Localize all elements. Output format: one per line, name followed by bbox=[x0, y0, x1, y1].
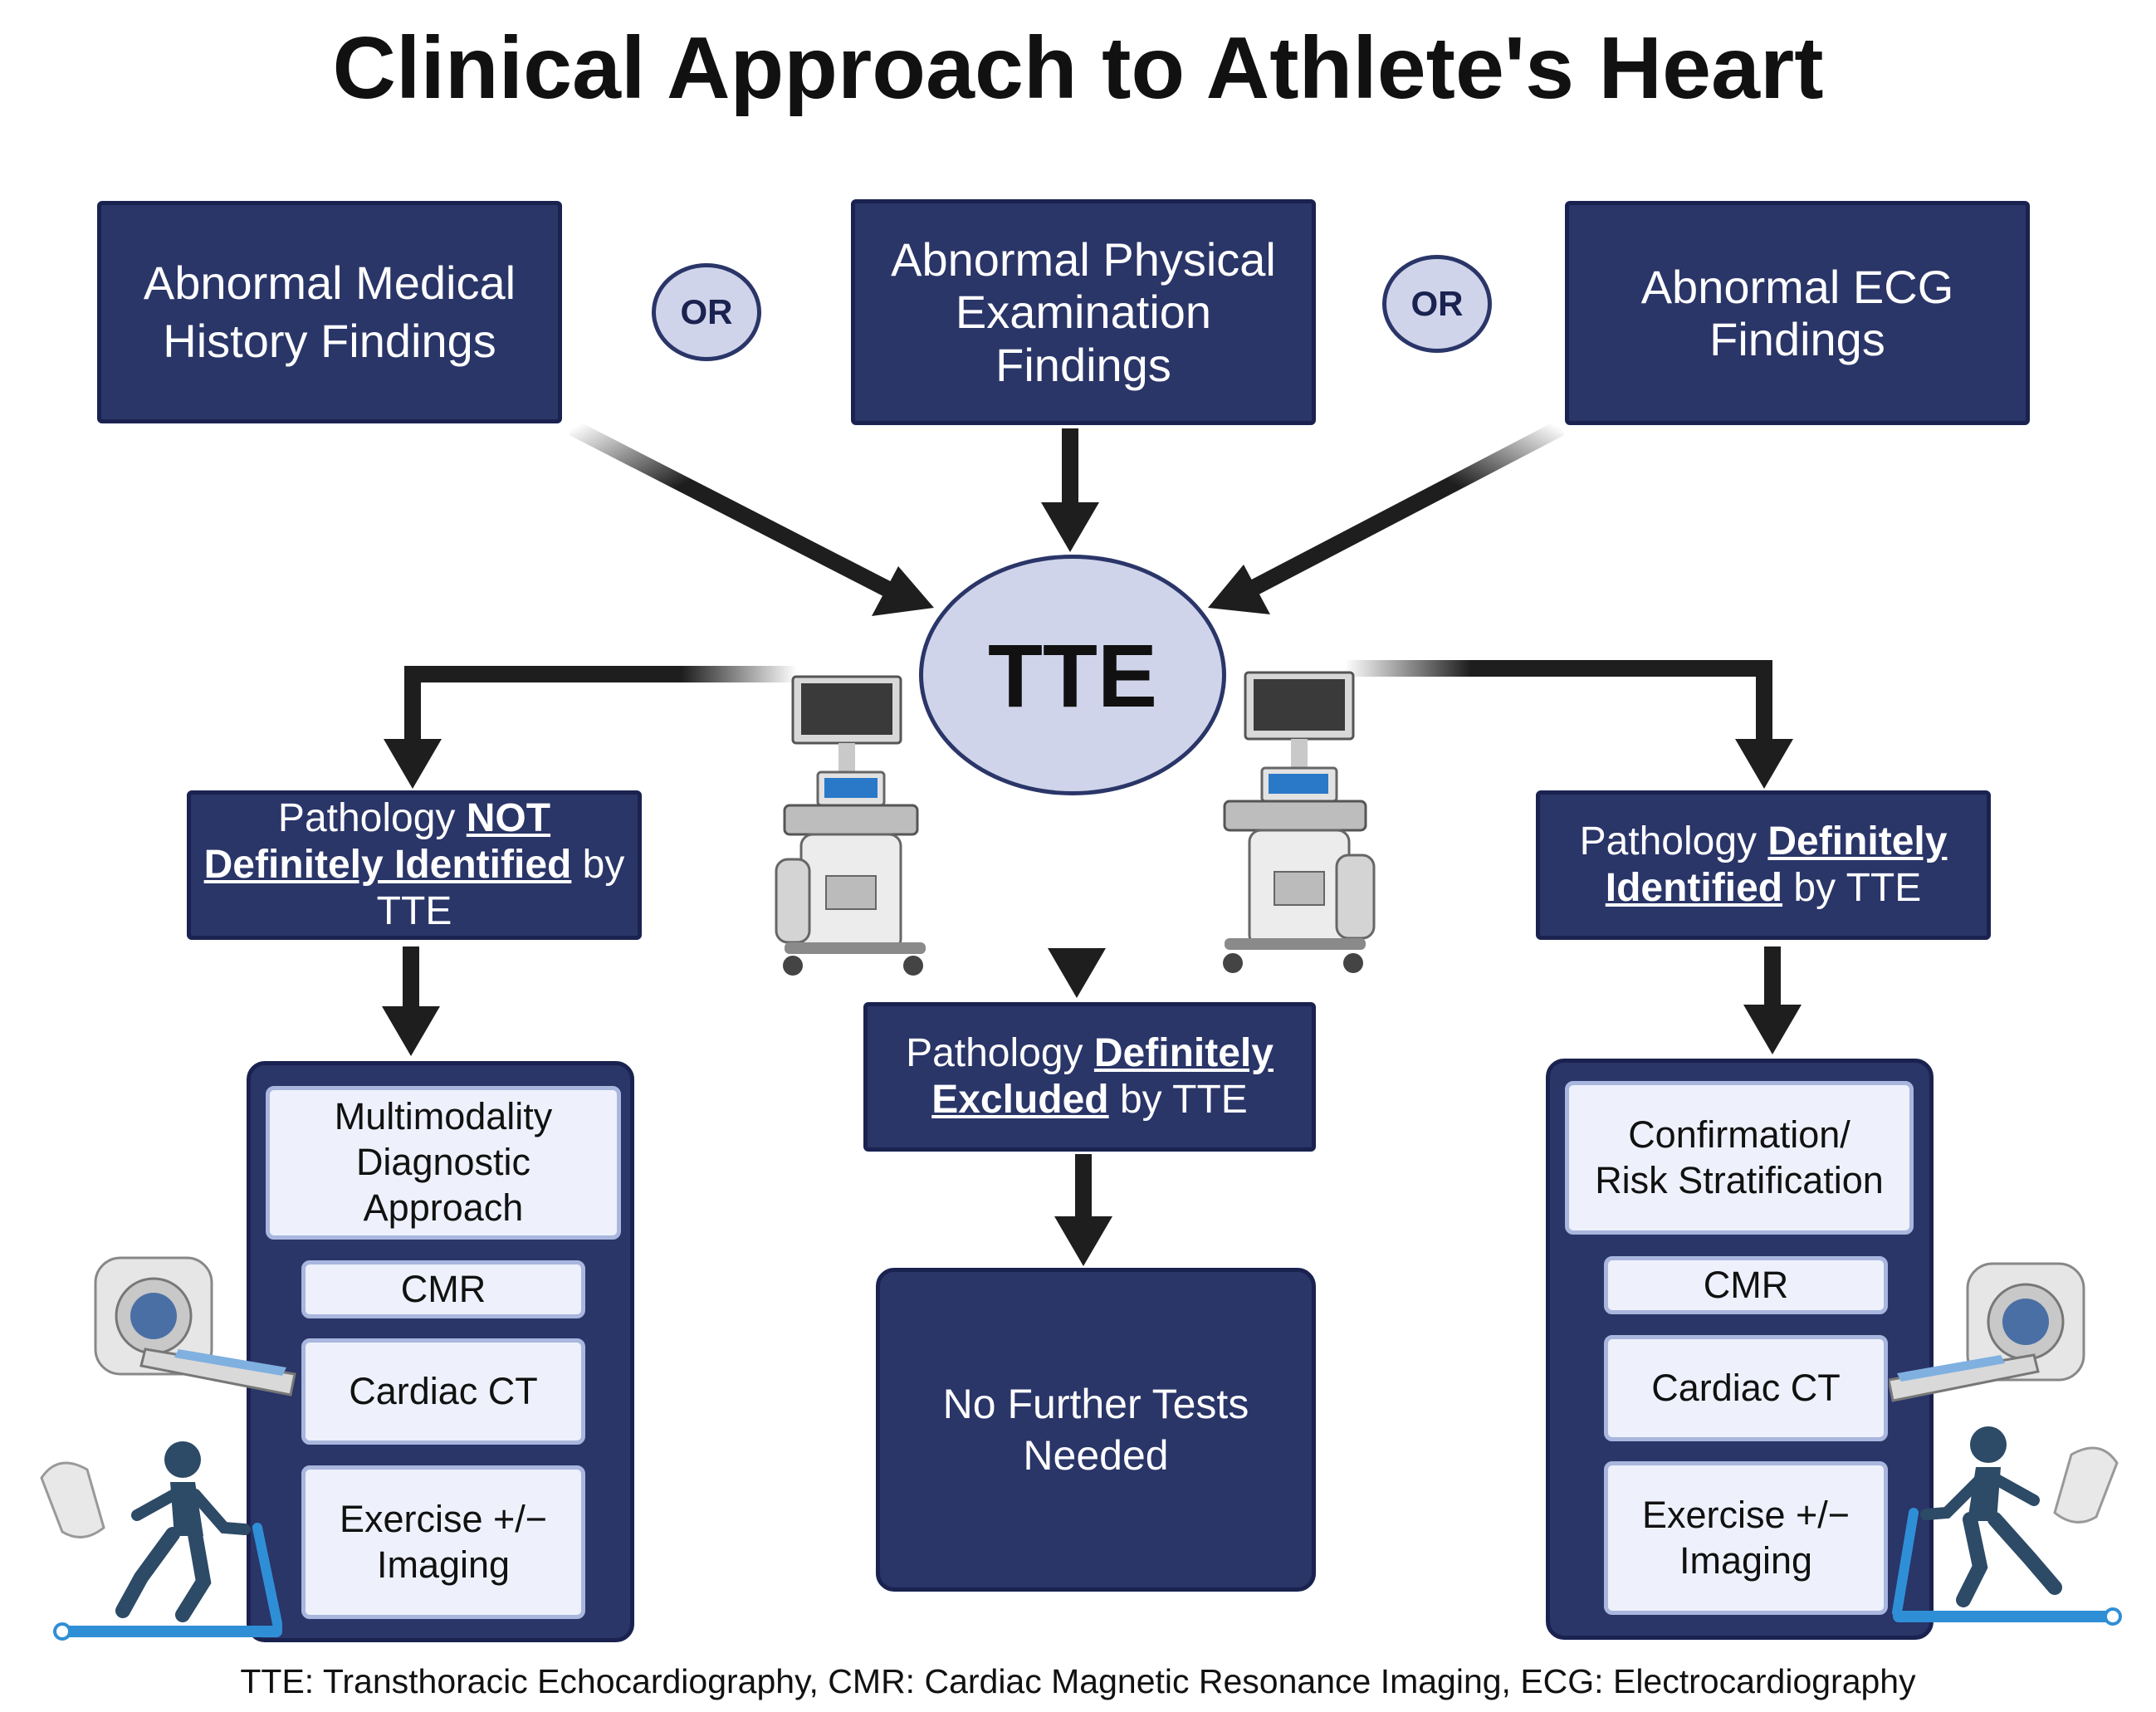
or-badge-right: OR bbox=[1382, 255, 1492, 353]
box-line: Multimodality bbox=[334, 1095, 553, 1138]
branch-line: Pathology Definitely bbox=[1540, 819, 1987, 865]
box-line: Risk Stratification bbox=[1595, 1158, 1884, 1201]
arrowhead-physical bbox=[1041, 502, 1099, 552]
box-medical-history: Abnormal Medical History Findings bbox=[97, 201, 562, 423]
branch-text: by bbox=[571, 843, 625, 888]
box-multimodality-header: Multimodality Diagnostic Approach bbox=[266, 1086, 621, 1240]
branch-text: Pathology bbox=[1579, 819, 1768, 864]
branch-text: by TTE bbox=[1108, 1078, 1248, 1122]
branch-emphasis: Identified bbox=[1605, 866, 1783, 910]
treadmill-runner-left-icon bbox=[40, 1441, 282, 1641]
or-badge-left: OR bbox=[652, 263, 761, 361]
branch-identified: Pathology Definitely Identified by TTE bbox=[1536, 790, 1991, 940]
branch-line: TTE bbox=[376, 888, 452, 933]
box-line: Abnormal Physical bbox=[891, 233, 1276, 286]
footer-abbreviations: TTE: Transthoracic Echocardiography, CMR… bbox=[240, 1662, 1916, 1700]
page-title: Clinical Approach to Athlete's Heart bbox=[332, 19, 1824, 117]
mri-scanner-right-icon bbox=[1889, 1262, 2085, 1402]
box-line: Exercise +/− bbox=[1641, 1493, 1850, 1536]
box-line: No Further Tests bbox=[942, 1380, 1249, 1427]
box-line: Confirmation/ bbox=[1628, 1113, 1850, 1156]
box-line: Needed bbox=[1023, 1432, 1169, 1479]
box-line: Approach bbox=[363, 1186, 524, 1229]
box-exercise-left: Exercise +/− Imaging bbox=[301, 1465, 585, 1619]
branch-emphasis: Definitely Identified bbox=[203, 843, 572, 888]
branch-emphasis: Definitely bbox=[1093, 1031, 1274, 1076]
branch-excluded: Pathology Definitely Excluded by TTE bbox=[863, 1002, 1316, 1152]
box-line: Findings bbox=[995, 338, 1171, 391]
mri-scanner-left-icon bbox=[94, 1256, 296, 1397]
box-line: Abnormal Medical bbox=[143, 257, 516, 309]
branch-line: Pathology NOT bbox=[191, 795, 638, 842]
box-exercise-right: Exercise +/− Imaging bbox=[1604, 1461, 1888, 1615]
branch-line: Excluded by TTE bbox=[868, 1077, 1312, 1123]
branch-text: Pathology bbox=[906, 1031, 1094, 1076]
arrowhead-right-branch bbox=[1735, 739, 1793, 789]
tte-node: TTE bbox=[919, 555, 1226, 795]
branch-emphasis: Definitely bbox=[1767, 819, 1948, 864]
box-ecg: Abnormal ECG Findings bbox=[1565, 201, 2030, 425]
ultrasound-machine-right-icon bbox=[1223, 671, 1376, 973]
arrowhead-history bbox=[872, 566, 934, 616]
exercise-lines: Exercise +/− Imaging bbox=[1642, 1493, 1850, 1584]
header-lines: Multimodality Diagnostic Approach bbox=[335, 1094, 553, 1231]
box-cardiac-ct-right: Cardiac CT bbox=[1604, 1335, 1888, 1441]
treadmill-runner-right-icon bbox=[1892, 1426, 2122, 1626]
arrowhead-left-branch bbox=[384, 739, 442, 789]
arrowhead-ecg bbox=[1208, 565, 1270, 614]
arrowhead-center bbox=[1048, 948, 1106, 998]
box-line: Exercise +/− bbox=[339, 1497, 548, 1540]
branch-emphasis: NOT bbox=[466, 796, 551, 841]
arrow-tte-to-right bbox=[1345, 660, 1772, 743]
box-no-further-tests: No Further Tests Needed bbox=[876, 1268, 1316, 1592]
box-line: Diagnostic bbox=[355, 1141, 531, 1184]
arrowhead-nofurther bbox=[1054, 1216, 1112, 1266]
branch-line: Pathology Definitely bbox=[868, 1030, 1312, 1077]
box-line: Imaging bbox=[1679, 1538, 1813, 1582]
arrowhead-left-panel bbox=[382, 1006, 440, 1056]
box-line: Findings bbox=[1709, 313, 1885, 365]
header-lines: Confirmation/ Risk Stratification bbox=[1595, 1113, 1884, 1204]
box-cmr-right: CMR bbox=[1604, 1256, 1888, 1314]
branch-text: by TTE bbox=[1782, 866, 1922, 910]
box-line: History Findings bbox=[163, 315, 496, 367]
box-confirmation-header: Confirmation/ Risk Stratification bbox=[1565, 1081, 1914, 1235]
branch-line: Definitely Identified by bbox=[191, 842, 638, 888]
arrow-ecg-to-tte bbox=[1249, 420, 1565, 595]
branch-line: Identified by TTE bbox=[1540, 865, 1987, 912]
exercise-lines: Exercise +/− Imaging bbox=[340, 1497, 547, 1588]
arrow-history-to-tte bbox=[569, 420, 892, 597]
ultrasound-machine-left-icon bbox=[775, 675, 926, 976]
box-line: Imaging bbox=[376, 1543, 511, 1586]
branch-not-identified: Pathology NOT Definitely Identified by T… bbox=[187, 790, 642, 940]
box-physical-exam: Abnormal Physical Examination Findings bbox=[851, 199, 1316, 425]
branch-emphasis: Excluded bbox=[931, 1078, 1109, 1122]
box-line: Abnormal ECG bbox=[1640, 260, 1954, 313]
box-cardiac-ct-left: Cardiac CT bbox=[301, 1338, 585, 1445]
box-cmr-left: CMR bbox=[301, 1260, 585, 1318]
box-line: Examination bbox=[955, 286, 1212, 339]
arrowhead-right-panel bbox=[1743, 1005, 1802, 1054]
branch-text: Pathology bbox=[277, 796, 467, 841]
arrow-tte-to-left bbox=[404, 666, 797, 743]
